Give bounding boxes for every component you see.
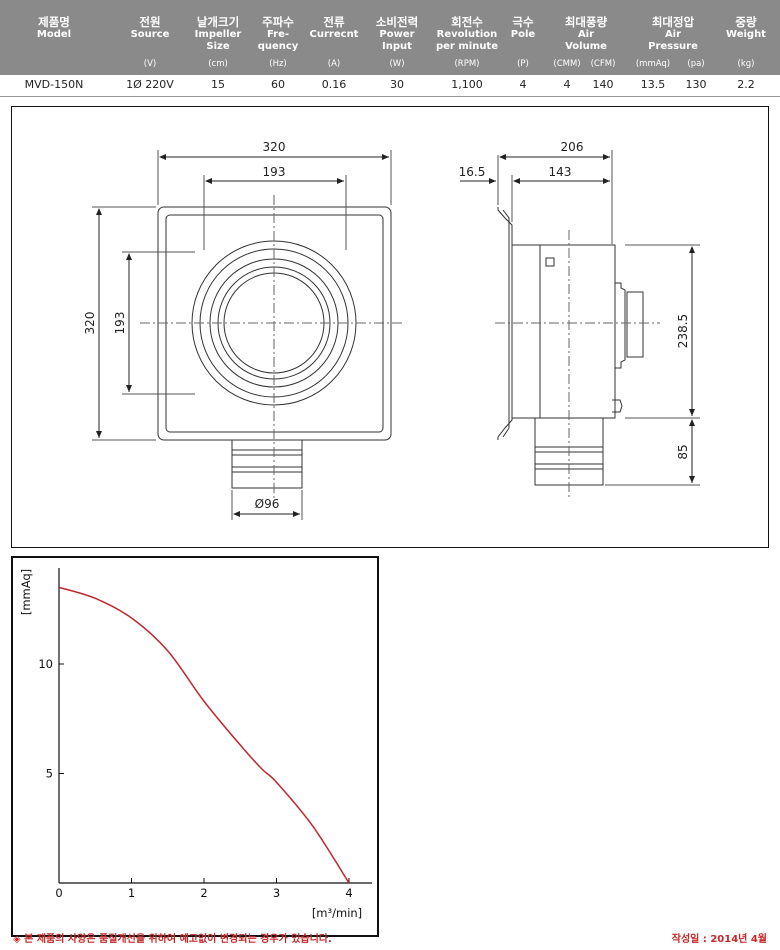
header-en: Impeller bbox=[194, 29, 242, 40]
header-unit: (A) bbox=[327, 59, 341, 69]
header-en: Pole bbox=[510, 29, 536, 40]
footer-note: ◈ 본 제품의 사양은 품질개선을 위하여 예고없이 변경되는 경우가 있습니다… bbox=[13, 934, 332, 945]
chart-series-line bbox=[58, 586, 350, 884]
chart-y-label: [mmAq] bbox=[19, 569, 33, 615]
header-en: Power bbox=[379, 29, 415, 40]
header-en: Input bbox=[382, 41, 412, 52]
header-col-rpm: 회전수 Revolution per minute (RPM) bbox=[435, 0, 499, 70]
header-col-power: 소비전력 Power Input (W) bbox=[375, 0, 419, 70]
spec-power: 30 bbox=[390, 78, 404, 91]
x-tick-label: 0 bbox=[55, 886, 62, 900]
side-view bbox=[460, 150, 700, 500]
header-ko: 전류 bbox=[323, 15, 345, 29]
spec-pole: 4 bbox=[519, 78, 527, 91]
header-col-pole: 극수 Pole (P) bbox=[510, 0, 536, 70]
x-tick-label: 3 bbox=[273, 886, 280, 900]
header-ko: 날개크기 bbox=[196, 15, 240, 29]
header-ko: 중량 bbox=[735, 15, 757, 29]
header-en: Pressure bbox=[648, 41, 698, 52]
header-en: Currecnt bbox=[309, 29, 359, 40]
header-col-impeller: 날개크기 Impeller Size (cm) bbox=[194, 0, 242, 70]
header-col-air-volume: 최대풍량 Air Volume bbox=[565, 0, 607, 53]
dim-front-inner: 193 bbox=[263, 165, 286, 179]
dimension-drawing-frame bbox=[11, 106, 769, 548]
spec-current: 0.16 bbox=[321, 78, 347, 91]
dim-side-flange: 16.5 bbox=[459, 165, 486, 179]
header-unit: (P) bbox=[517, 59, 529, 69]
front-duct bbox=[231, 440, 303, 489]
spec-rpm: 1,100 bbox=[451, 78, 483, 91]
front-view bbox=[92, 150, 405, 520]
dim-side-body: 143 bbox=[549, 165, 572, 179]
header-col-current: 전류 Currecnt (A) bbox=[309, 0, 359, 70]
header-col-model: 제품명 Model bbox=[37, 0, 71, 41]
header-ko: 주파수 bbox=[262, 15, 294, 29]
performance-chart-frame bbox=[11, 556, 379, 937]
header-unit: (kg) bbox=[737, 59, 755, 69]
side-motor bbox=[615, 282, 626, 369]
header-en: Revolution bbox=[436, 29, 498, 40]
header-unit: (RPM) bbox=[454, 59, 480, 69]
header-col-frequency: 주파수 Fre- quency (Hz) bbox=[257, 0, 299, 70]
header-en: Volume bbox=[565, 41, 607, 52]
y-tick-label: 10 bbox=[38, 657, 53, 671]
header-en: Air bbox=[664, 29, 682, 40]
header-en: Source bbox=[130, 29, 170, 40]
footer-date: 작성일 : 2014년 4월 bbox=[671, 934, 767, 945]
spec-frequency: 60 bbox=[271, 78, 285, 91]
spec-pa: 130 bbox=[685, 78, 707, 91]
header-en: Fre- bbox=[266, 29, 290, 40]
header-subunit-mmaq: (mmAq) bbox=[635, 59, 671, 69]
dim-duct-diameter: Ø96 bbox=[255, 497, 280, 511]
header-en: Model bbox=[36, 29, 72, 40]
header-en: quency bbox=[257, 41, 299, 52]
header-en: per minute bbox=[435, 41, 499, 52]
header-ko: 제품명 bbox=[38, 15, 70, 29]
chart-x-label: [m³/min] bbox=[312, 906, 362, 920]
spec-weight: 2.2 bbox=[737, 78, 755, 91]
x-tick-label: 2 bbox=[200, 886, 207, 900]
dim-front-width: 320 bbox=[263, 140, 286, 154]
dim-front-height: 320 bbox=[83, 312, 97, 335]
row-divider bbox=[0, 96, 780, 97]
header-subunit-cfm: (CFM) bbox=[590, 59, 616, 69]
header-col-weight: 중량 Weight (kg) bbox=[726, 0, 766, 70]
header-col-source: 전원 Source (V) bbox=[130, 0, 170, 70]
header-en: Size bbox=[206, 41, 230, 52]
dim-side-depth: 206 bbox=[561, 140, 584, 154]
header-unit: (V) bbox=[143, 59, 157, 69]
header-ko: 전원 bbox=[139, 15, 161, 29]
spec-impeller: 15 bbox=[211, 78, 225, 91]
side-body bbox=[511, 244, 616, 419]
spec-source: 1Ø 220V bbox=[126, 78, 174, 91]
spec-table-header: 제품명 Model 전원 Source (V) 날개크기 Impeller Si… bbox=[0, 0, 780, 75]
header-ko: 회전수 bbox=[451, 15, 483, 29]
header-en: Air bbox=[577, 29, 595, 40]
header-unit: (W) bbox=[389, 59, 405, 69]
dim-side-height: 238.5 bbox=[676, 314, 690, 348]
header-col-air-pressure: 최대정압 Air Pressure bbox=[648, 0, 698, 53]
header-ko: 최대정압 bbox=[651, 15, 695, 29]
header-unit: (cm) bbox=[208, 59, 228, 69]
header-en: Weight bbox=[726, 29, 766, 40]
header-unit: (Hz) bbox=[269, 59, 287, 69]
spec-model: MVD-150N bbox=[24, 78, 84, 91]
dim-front-inner-height: 193 bbox=[113, 312, 127, 335]
spec-mmaq: 13.5 bbox=[640, 78, 666, 91]
header-subunit-cmm: (CMM) bbox=[553, 59, 581, 69]
x-tick-label: 1 bbox=[128, 886, 135, 900]
header-ko: 극수 bbox=[512, 15, 534, 29]
y-tick-label: 5 bbox=[46, 767, 53, 781]
dim-side-duct: 85 bbox=[676, 444, 690, 459]
spec-cfm: 140 bbox=[592, 78, 614, 91]
spec-cmm: 4 bbox=[563, 78, 571, 91]
x-tick-label: 4 bbox=[345, 886, 352, 900]
header-ko: 최대풍량 bbox=[564, 15, 608, 29]
header-subunit-pa: (pa) bbox=[687, 59, 705, 69]
header-ko: 소비전력 bbox=[375, 15, 419, 29]
